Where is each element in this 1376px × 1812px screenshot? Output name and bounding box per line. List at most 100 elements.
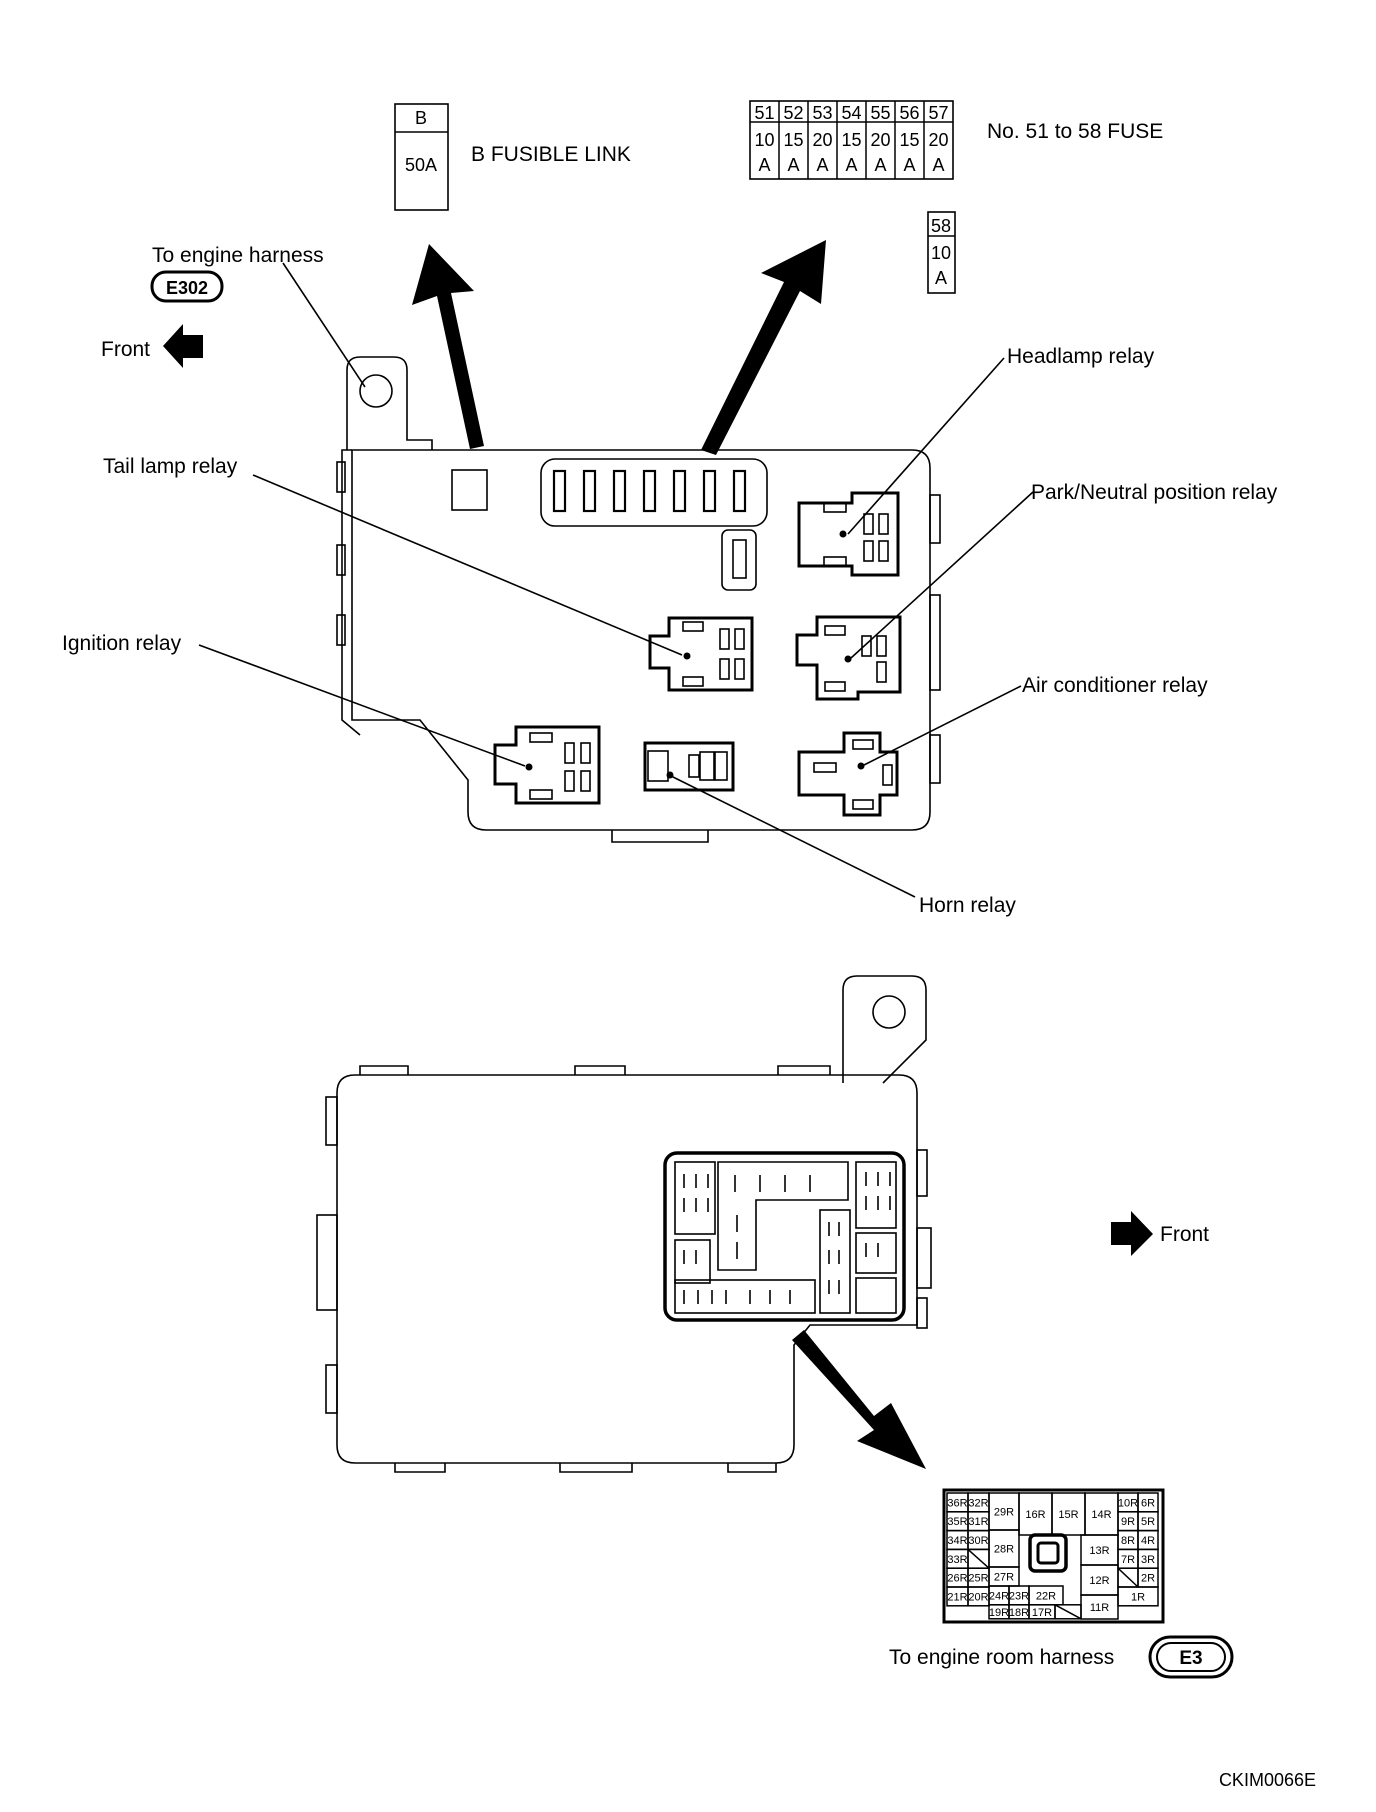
terminal-label: 3R [1141, 1554, 1155, 1566]
fuse-58-number: 58 [931, 216, 951, 236]
fuse-unit: A [932, 155, 944, 175]
terminal-label: 28R [994, 1544, 1014, 1556]
front-label-bottom: Front [1160, 1223, 1209, 1246]
front-arrow-right-icon [1111, 1211, 1153, 1256]
fuse-block-label: No. 51 to 58 FUSE [987, 120, 1163, 143]
terminal-label: 6R [1141, 1497, 1155, 1509]
terminal-cell [1117, 1586, 1159, 1607]
fusible-link-label: B FUSIBLE LINK [471, 143, 631, 166]
terminal-label: 33R [947, 1554, 967, 1566]
fuse-slot [702, 469, 717, 513]
engine-harness-connector: E302 [166, 278, 208, 298]
fuse-slot [612, 469, 627, 513]
terminal-label: 16R [1025, 1509, 1045, 1521]
ignition-relay-socket [493, 725, 601, 805]
fusible-link-rating: 50A [405, 155, 437, 175]
fuse-slot [732, 469, 747, 513]
fuse-slot [642, 469, 657, 513]
terminal-label: 34R [947, 1535, 967, 1547]
terminal-cell [1054, 1604, 1082, 1620]
terminal-label: 20R [968, 1591, 988, 1603]
fuse-amps: 20 [870, 130, 890, 150]
terminal-label: 9R [1121, 1516, 1135, 1528]
ignition-relay-label: Ignition relay [62, 632, 182, 655]
park-neutral-relay-label: Park/Neutral position relay [1031, 481, 1278, 504]
arrow-to-fuse-block [701, 240, 826, 455]
fuse-unit: A [874, 155, 886, 175]
terminal-label: 14R [1091, 1509, 1111, 1521]
empty-terminal-mark [1054, 1604, 1082, 1620]
fusible-link-symbol: B 50A [394, 103, 449, 211]
fuse-number: 57 [928, 103, 948, 123]
horn-relay-label: Horn relay [919, 894, 1016, 917]
terminal-label: 10R [1118, 1497, 1138, 1509]
arrow-to-fusible-link [412, 244, 484, 449]
engine-harness-label: To engine harness [152, 244, 324, 267]
terminal-label: 17R [1032, 1607, 1052, 1619]
fuse-number: 55 [870, 103, 890, 123]
terminal-label: 27R [994, 1572, 1014, 1584]
tail-lamp-relay-socket [648, 616, 754, 692]
fuse-number: 51 [754, 103, 774, 123]
terminal-label: 29R [994, 1507, 1014, 1519]
terminal-label: 5R [1141, 1516, 1155, 1528]
fuse-amps: 15 [899, 130, 919, 150]
tail-lamp-relay-label: Tail lamp relay [103, 455, 238, 478]
fuse-number: 54 [841, 103, 861, 123]
empty-terminal-mark [967, 1548, 990, 1569]
engine-room-connector: E3 [1179, 1648, 1202, 1669]
engine-room-connector-badge: E3 [1148, 1635, 1234, 1679]
terminal-label: 32R [968, 1497, 988, 1509]
relay-box-top-view [336, 356, 941, 843]
front-arrow-left-icon [163, 324, 203, 368]
fuse-58-amps: 10 [931, 243, 951, 263]
terminal-label: 22R [1036, 1590, 1056, 1602]
fuse-amps: 10 [754, 130, 774, 150]
terminal-label: 25R [968, 1573, 988, 1585]
terminal-label: 1R [1131, 1591, 1145, 1603]
front-label-top: Front [101, 338, 150, 361]
fuse-58-unit: A [935, 268, 947, 288]
bottom-connector-face [663, 1151, 906, 1322]
terminal-label: 7R [1121, 1554, 1135, 1566]
terminal-label: 18R [1009, 1607, 1029, 1619]
terminal-label: 11R [1090, 1602, 1109, 1614]
fuse-amps: 20 [812, 130, 832, 150]
terminal-label: 23R [1009, 1590, 1029, 1602]
terminal-label: 36R [947, 1497, 967, 1509]
fuse-unit: A [903, 155, 915, 175]
fuse-amps: 15 [783, 130, 803, 150]
fuse-amps: 20 [928, 130, 948, 150]
fusible-link-header: B [415, 108, 427, 128]
fuse-slot [552, 469, 567, 513]
fuse-number: 53 [812, 103, 832, 123]
fuse-unit: A [845, 155, 857, 175]
relay-box-bottom-view [316, 975, 932, 1473]
engine-room-harness-label: To engine room harness [889, 1646, 1114, 1669]
terminal-label: 21R [947, 1591, 967, 1603]
horn-relay-socket [643, 741, 735, 792]
arrow-to-connector-detail [792, 1330, 926, 1469]
figure-code: CKIM0066E [1219, 1770, 1316, 1790]
engine-harness-connector-badge: E302 [150, 270, 224, 303]
fuse-slot [582, 469, 597, 513]
fuse-slot [672, 469, 687, 513]
empty-terminal-mark [1117, 1567, 1139, 1588]
terminal-label: 2R [1141, 1573, 1155, 1585]
fuse-number: 52 [783, 103, 803, 123]
terminal-label: 4R [1141, 1535, 1155, 1547]
terminal-label: 8R [1121, 1535, 1135, 1547]
fuse-amps: 15 [841, 130, 861, 150]
air-conditioner-relay-label: Air conditioner relay [1022, 674, 1208, 697]
terminal-label: 13R [1089, 1545, 1109, 1557]
terminal-label: 26R [947, 1573, 967, 1585]
terminal-label: 15R [1058, 1509, 1078, 1521]
fuse-unit: A [787, 155, 799, 175]
fuse-unit: A [758, 155, 770, 175]
terminal-label: 31R [968, 1516, 988, 1528]
terminal-label: 35R [947, 1516, 967, 1528]
headlamp-relay-label: Headlamp relay [1007, 345, 1155, 368]
